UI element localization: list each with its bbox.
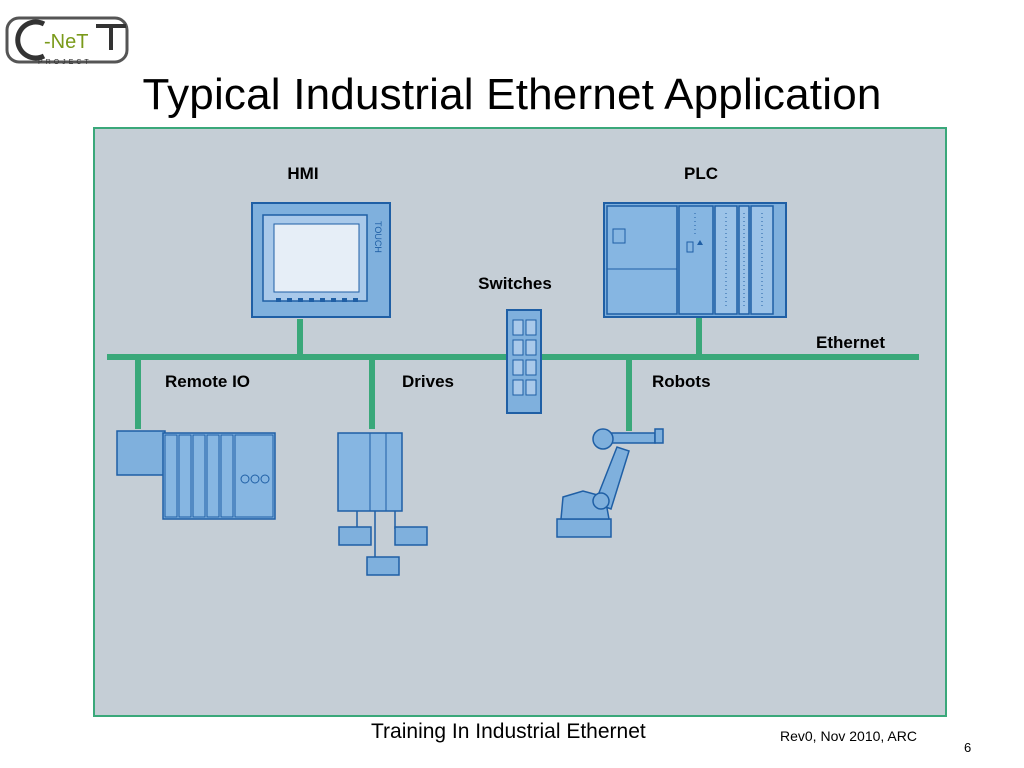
servo-motor-2 <box>394 526 428 546</box>
diagram-panel: TOUCH <box>93 127 947 717</box>
hmi-brand-label: TOUCH <box>373 221 383 253</box>
robot-device <box>556 428 664 538</box>
robot-base <box>556 518 612 538</box>
slide-title: Typical Industrial Ethernet Application <box>142 70 882 119</box>
hmi-function-keys <box>276 298 358 302</box>
plc-io-module-3 <box>750 205 774 315</box>
robot-elbow-joint <box>592 428 614 450</box>
logo-c-shape <box>15 19 46 61</box>
plc-cpu-indicator-icon <box>697 240 703 245</box>
drives-device <box>337 432 428 576</box>
plc-io-module-2 <box>738 205 750 315</box>
plc-label: PLC <box>684 164 718 183</box>
hmi-screen <box>273 223 360 293</box>
hmi-label: HMI <box>287 164 318 183</box>
ethernet-switch <box>506 309 542 414</box>
plc-cpu <box>678 205 714 315</box>
drives-label: Drives <box>402 372 454 391</box>
servo-motor-3 <box>366 556 400 576</box>
robot-gripper <box>654 428 664 444</box>
logo-frame <box>5 16 129 64</box>
switch-ports <box>512 319 537 396</box>
footer-revision: Rev0, Nov 2010, ARC <box>780 728 917 744</box>
drive-cables <box>356 511 396 557</box>
hmi-device: TOUCH <box>251 202 391 318</box>
footer-title: Training In Industrial Ethernet <box>371 720 646 743</box>
network-diagram: TOUCH <box>107 164 919 576</box>
remote-io-label: Remote IO <box>165 372 250 391</box>
plc-power-supply <box>606 205 678 315</box>
plc-cpu-port <box>686 241 694 253</box>
servo-motor-1 <box>338 526 372 546</box>
logo-subtext: PROJECT <box>38 59 92 66</box>
remote-io-head <box>116 430 166 476</box>
remote-io-modules <box>164 434 274 518</box>
robots-label: Robots <box>652 372 711 391</box>
servo-motors <box>338 526 428 576</box>
ethernet-label: Ethernet <box>816 333 885 352</box>
plc-psu-switch <box>612 228 626 244</box>
plc-io-module-1 <box>714 205 738 315</box>
remote-io-device <box>116 430 276 520</box>
page-number: 6 <box>964 740 972 755</box>
plc-device <box>603 202 787 318</box>
cnet-project-logo: -NeT PROJECT <box>5 16 129 66</box>
robot-shoulder-joint <box>592 492 610 510</box>
switches-label: Switches <box>478 274 552 293</box>
logo-text: -NeT <box>44 31 88 53</box>
